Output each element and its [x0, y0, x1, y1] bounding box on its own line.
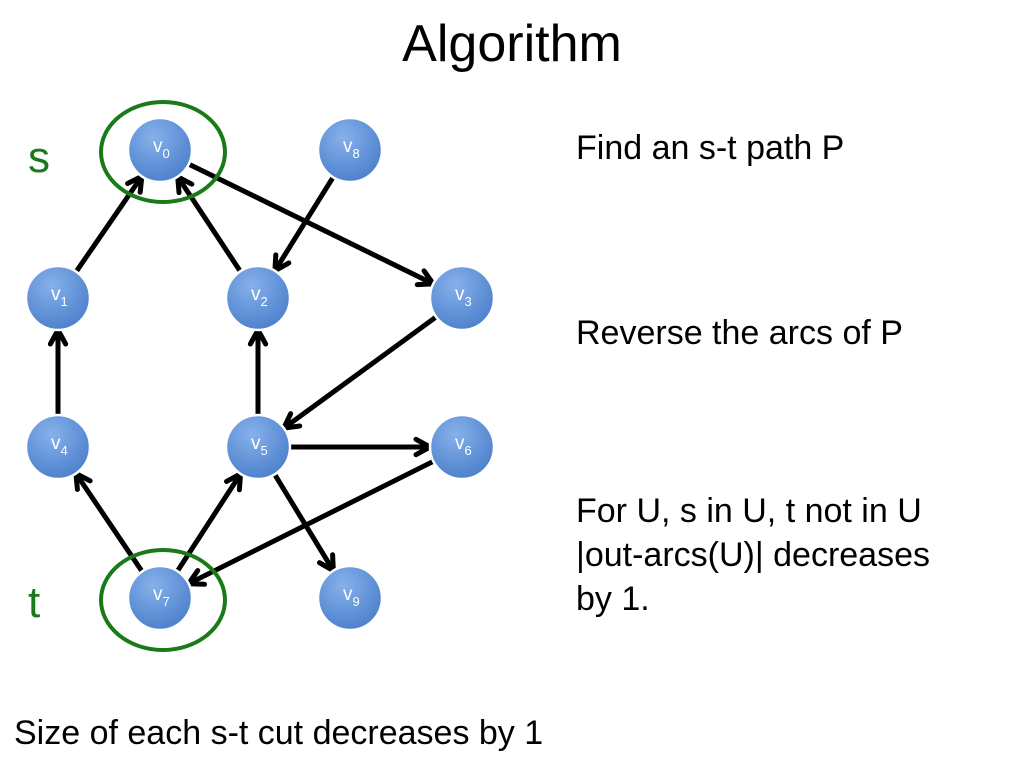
edge-v7-v5	[174, 471, 244, 574]
step-cut-decrease: For U, s in U, t not in U |out-arcs(U)| …	[576, 489, 930, 621]
graph-node-v0: v0	[126, 116, 194, 184]
graph-node-v1: v1	[24, 264, 92, 332]
node-label: v8	[343, 136, 360, 161]
sink-label: t	[28, 578, 40, 627]
graph-node-v7: v7	[126, 564, 194, 632]
node-label: v9	[343, 584, 360, 609]
edges-layer	[47, 161, 439, 587]
step-find-path: Find an s-t path P	[576, 126, 844, 170]
node-label: v4	[51, 433, 68, 458]
page-title: Algorithm	[402, 15, 622, 73]
graph-node-v2: v2	[224, 264, 292, 332]
edge-v5-v6	[287, 436, 433, 458]
highlight-layer	[99, 100, 227, 652]
graph-node-v3: v3	[428, 264, 496, 332]
nodes-layer: v0 v1 v2 v3 v4 v5 v6 v7 v8 v9	[24, 116, 496, 632]
edge-v8-v2	[272, 174, 336, 274]
node-label: v6	[455, 433, 472, 458]
step-reverse-arcs: Reverse the arcs of P	[576, 311, 903, 355]
graph-node-v6: v6	[428, 413, 496, 481]
source-label: s	[28, 133, 50, 182]
edge-v1-v0	[73, 173, 145, 275]
edge-v5-v9	[272, 471, 336, 574]
edge-v5-v2	[247, 327, 269, 418]
step-line: by 1.	[576, 580, 650, 618]
step-line: Find an s-t path P	[576, 129, 845, 167]
node-label: v7	[153, 584, 170, 609]
edge-v4-v1	[47, 327, 69, 418]
node-label: v2	[251, 284, 268, 309]
node-label: v3	[455, 284, 472, 309]
edge-v3-v5	[281, 314, 439, 431]
conclusion-text: Size of each s-t cut decreases by 1	[14, 714, 544, 752]
graph-node-v9: v9	[316, 564, 384, 632]
highlight-ring-v7	[99, 548, 227, 652]
step-line: Reverse the arcs of P	[576, 314, 903, 352]
highlight-ring-v0	[99, 100, 227, 204]
step-line: For U, s in U, t not in U	[576, 492, 922, 530]
node-label: v5	[251, 433, 268, 458]
node-label: v0	[153, 136, 170, 161]
step-line: |out-arcs(U)| decreases	[576, 536, 930, 574]
graph-node-v4: v4	[24, 413, 92, 481]
graph-node-v5: v5	[224, 413, 292, 481]
graph-node-v8: v8	[316, 116, 384, 184]
node-label: v1	[51, 284, 68, 309]
edge-v2-v0	[175, 174, 243, 274]
edge-v0-v3	[186, 161, 436, 288]
